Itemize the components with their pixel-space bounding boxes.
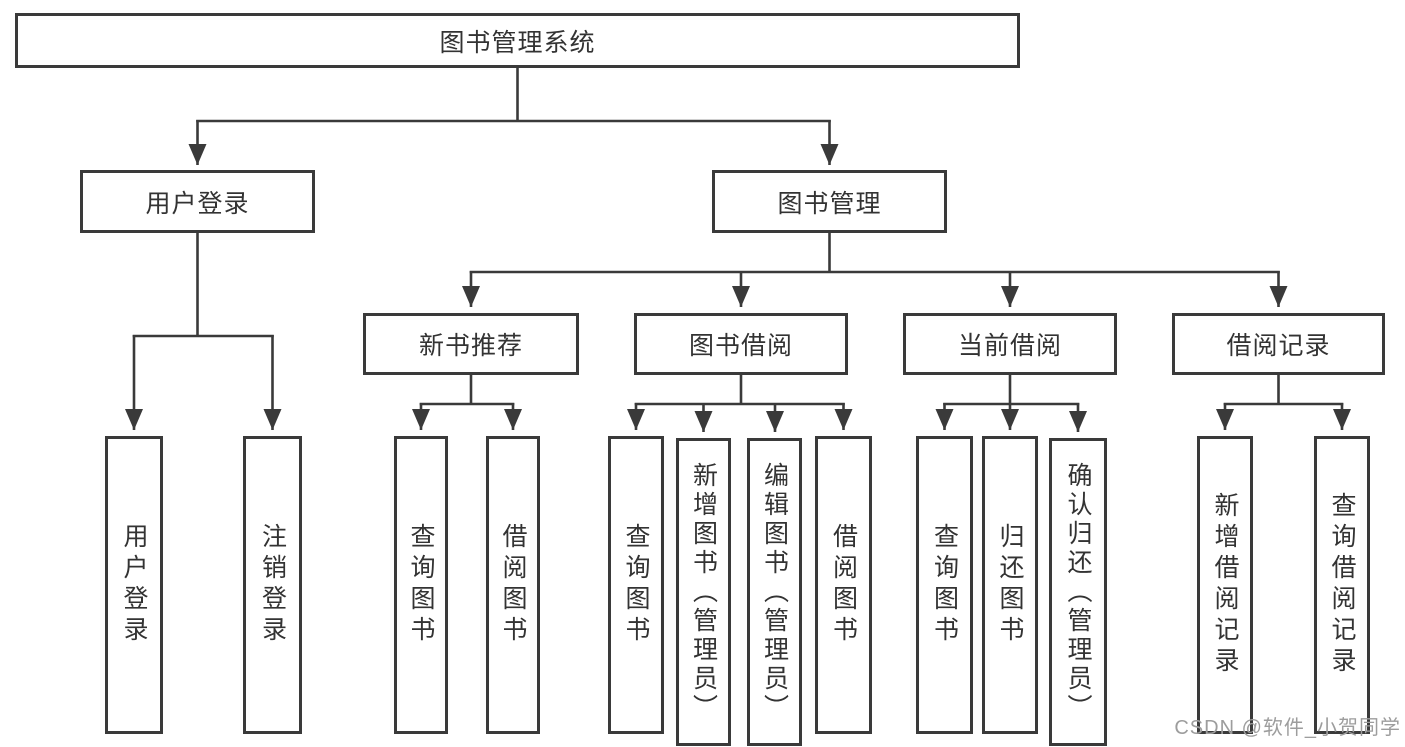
node-user-login: 用户登录 <box>80 170 315 233</box>
leaf-confirm-return-admin: 确认归还（管理员） <box>1049 438 1107 746</box>
leaf-user-login: 用户登录 <box>105 436 163 734</box>
node-borrowing-records: 借阅记录 <box>1172 313 1385 375</box>
node-current-borrowing: 当前借阅 <box>903 313 1117 375</box>
node-library-system: 图书管理系统 <box>15 13 1020 68</box>
leaf-borrow-books-newbook: 借阅图书 <box>486 436 540 734</box>
leaf-edit-book-admin: 编辑图书（管理员） <box>747 438 802 746</box>
leaf-return-book: 归还图书 <box>982 436 1038 734</box>
leaf-query-books-borrow: 查询图书 <box>608 436 664 734</box>
leaf-query-borrow-record: 查询借阅记录 <box>1314 436 1370 734</box>
leaf-add-book-admin: 新增图书（管理员） <box>676 438 731 746</box>
node-new-book-recommendation: 新书推荐 <box>363 313 579 375</box>
leaf-add-borrow-record: 新增借阅记录 <box>1197 436 1253 734</box>
node-book-management: 图书管理 <box>712 170 947 233</box>
watermark-text: CSDN @软件_小贺同学 <box>1174 717 1401 739</box>
leaf-query-books-newbook: 查询图书 <box>394 436 448 734</box>
leaf-borrow-books-borrow: 借阅图书 <box>815 436 872 734</box>
leaf-logout: 注销登录 <box>243 436 302 734</box>
leaf-query-books-current: 查询图书 <box>916 436 973 734</box>
node-book-borrowing: 图书借阅 <box>634 313 848 375</box>
